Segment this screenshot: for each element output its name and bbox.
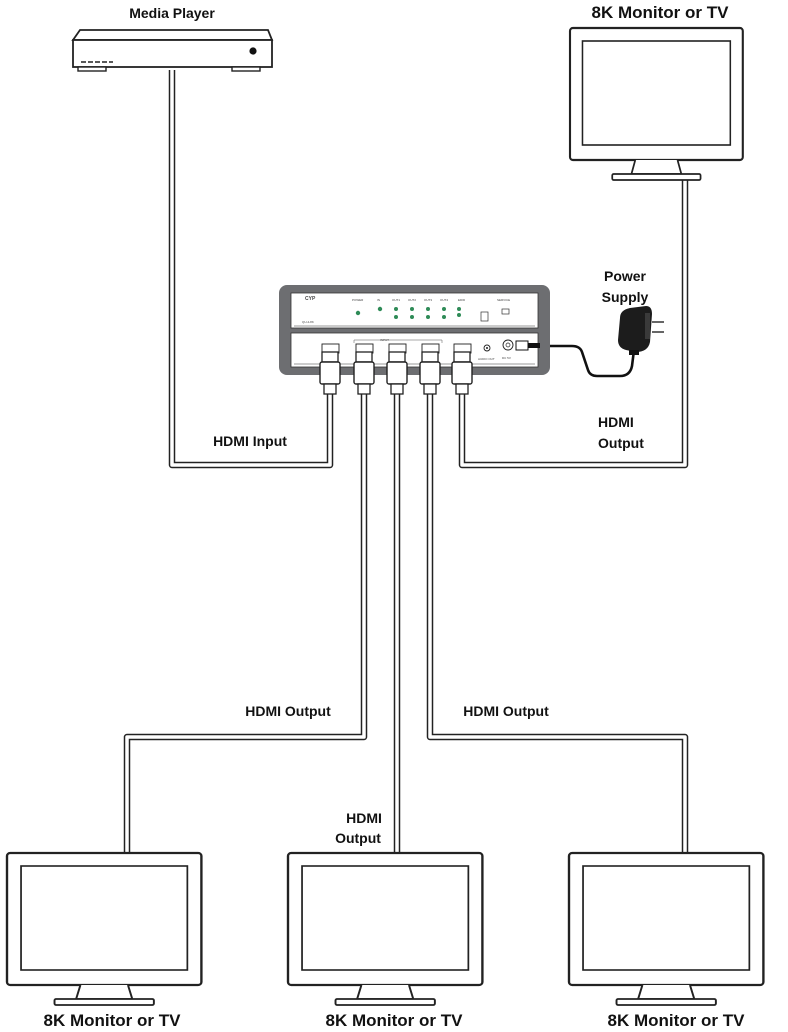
label-hdmi-output-center-line1: HDMI [346, 810, 382, 826]
front-label-out3: OUT3 [424, 298, 432, 302]
front-label-out2: OUT2 [408, 298, 416, 302]
rear-label-audio: AUDIO OUT [478, 357, 495, 361]
front-label-in: IN [377, 298, 380, 302]
led-out2 [410, 307, 414, 311]
hdmi-ports [321, 343, 472, 354]
label-monitor-top-right: 8K Monitor or TV [592, 3, 730, 22]
cable-output-bottom-left [123, 392, 368, 855]
label-hdmi-output-left: HDMI Output [245, 703, 331, 719]
led-in [377, 306, 383, 312]
monitor-bottom-center [286, 851, 484, 1007]
led-edid-a [457, 307, 461, 311]
led-out3 [426, 307, 430, 311]
label-monitor-bottom-left: 8K Monitor or TV [44, 1011, 182, 1030]
brand-logo: CYP [305, 296, 316, 302]
status-leds [355, 306, 461, 319]
label-power-line2: Supply [602, 289, 649, 305]
monitor-bottom-left [5, 851, 203, 1007]
cables [123, 70, 689, 855]
monitor-bottom-right [567, 851, 765, 1007]
splitter-device: CYP QU-4-8K POWER IN OUT1 OUT2 OUT3 OUT4… [279, 285, 550, 375]
label-hdmi-output-right-mid: HDMI Output [463, 703, 549, 719]
label-hdmi-output-center-line2: Output [335, 830, 381, 846]
label-hdmi-input: HDMI Input [213, 433, 287, 449]
led-edid-b [457, 313, 461, 317]
led-out1 [394, 307, 398, 311]
power-button-icon [249, 47, 257, 55]
led-power [355, 310, 361, 316]
front-panel [290, 292, 539, 329]
label-media-player: Media Player [129, 5, 215, 21]
label-hdmi-output-right-line2: Output [598, 435, 644, 451]
label-hdmi-output-right-line1: HDMI [598, 414, 634, 430]
model-label: QU-4-8K [302, 320, 314, 324]
led-out1-b [394, 315, 398, 319]
rear-label-dc: DC 5V [502, 356, 511, 360]
front-label-out4: OUT4 [440, 298, 448, 302]
cable-power [540, 344, 636, 378]
power-supply [618, 306, 664, 355]
monitor-top-right [568, 26, 744, 182]
service-port [501, 308, 510, 315]
led-out2-b [410, 315, 414, 319]
label-monitor-bottom-right: 8K Monitor or TV [608, 1011, 746, 1030]
cable-output-top-right [458, 180, 689, 469]
front-label-service: SERVICE [497, 298, 510, 302]
edid-switch [480, 311, 489, 322]
led-out4 [442, 307, 446, 311]
cable-hdmi-input [168, 70, 334, 469]
media-player [71, 29, 274, 72]
led-out4-b [442, 315, 446, 319]
led-out3-b [426, 315, 430, 319]
cable-output-bottom-right [426, 392, 689, 855]
front-label-out1: OUT1 [392, 298, 400, 302]
label-power-line1: Power [604, 268, 647, 284]
front-label-edid: EDID [458, 298, 466, 302]
front-label-power: POWER [352, 298, 364, 302]
label-monitor-bottom-center: 8K Monitor or TV [326, 1011, 464, 1030]
